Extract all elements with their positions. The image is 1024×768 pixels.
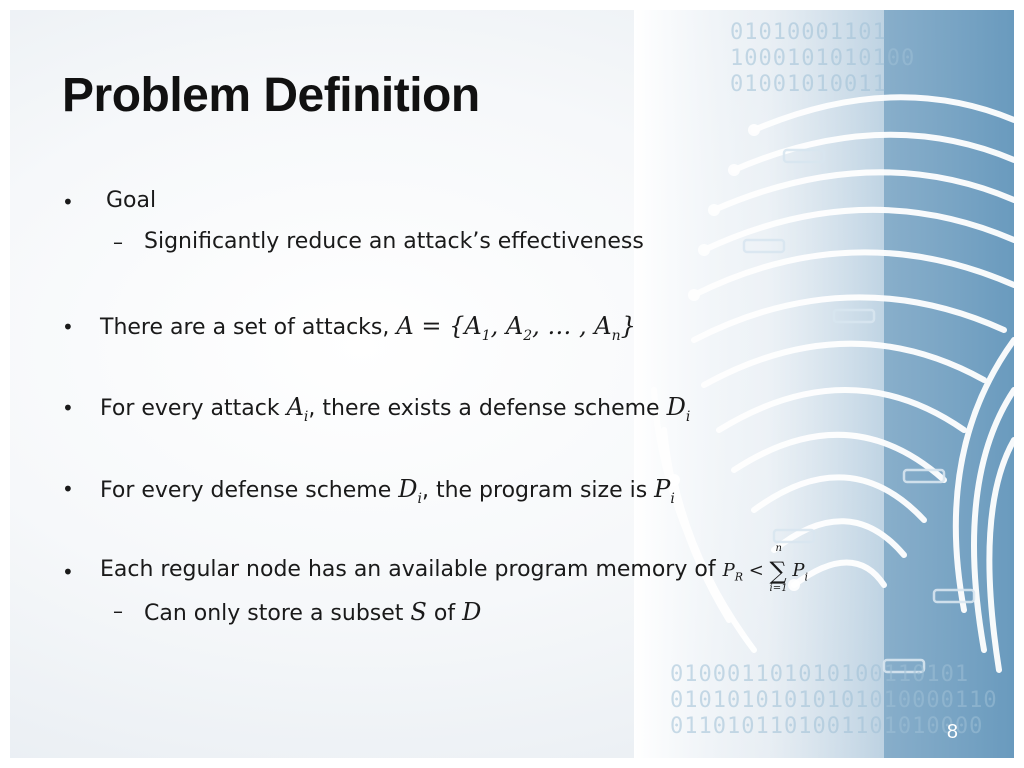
subset-text: Can only store a subset <box>144 601 411 626</box>
sub-bullet-dash: – <box>113 599 123 623</box>
every-attack-text: For every attack <box>100 396 287 421</box>
subset-s-formula: S <box>410 598 427 626</box>
subset-of-text: of <box>433 601 463 626</box>
attack-ai-formula: Ai <box>286 393 309 425</box>
bullet-marker: • <box>62 477 74 501</box>
page-title: Problem Definition <box>62 69 480 122</box>
attacks-line: There are a set of attacks, A = {A1, A2,… <box>100 312 636 344</box>
fingerprint-background-art <box>634 10 1014 758</box>
program-size-pi-formula: Pi <box>654 475 675 507</box>
bullet-marker: • <box>62 190 74 214</box>
goal-text: Goal <box>106 188 157 213</box>
goal-subtext: Significantly reduce an attack’s effecti… <box>144 229 644 254</box>
subset-line: Can only store a subset S of D <box>144 598 481 626</box>
memory-text: Each regular node has an available progr… <box>100 557 723 582</box>
program-size-text: , the program size is <box>421 478 655 503</box>
set-d-formula: D <box>462 598 482 626</box>
attacks-set-formula: A = {A1, A2, … , An} <box>396 312 636 344</box>
bullet-marker: • <box>62 396 74 420</box>
bullet-marker: • <box>62 315 74 339</box>
defense-di-formula: Di <box>666 393 691 425</box>
every-attack-line: For every attack Ai, there exists a defe… <box>100 393 690 425</box>
memory-line: Each regular node has an available progr… <box>100 543 809 594</box>
memory-inequality-formula: PR < n∑i=1 Pi <box>722 543 809 594</box>
sum-symbol: n∑i=1 <box>769 543 788 594</box>
attacks-text: There are a set of attacks, <box>100 315 397 340</box>
page-number: 8 <box>946 721 958 743</box>
bullet-marker: • <box>62 560 74 584</box>
sub-bullet-dash: – <box>113 230 123 254</box>
defense-di-formula: Di <box>398 475 422 507</box>
every-defense-text: For every defense scheme <box>100 478 399 503</box>
every-defense-line: For every defense scheme Di, the program… <box>100 475 675 507</box>
defense-exists-text: , there exists a defense scheme <box>308 396 667 421</box>
